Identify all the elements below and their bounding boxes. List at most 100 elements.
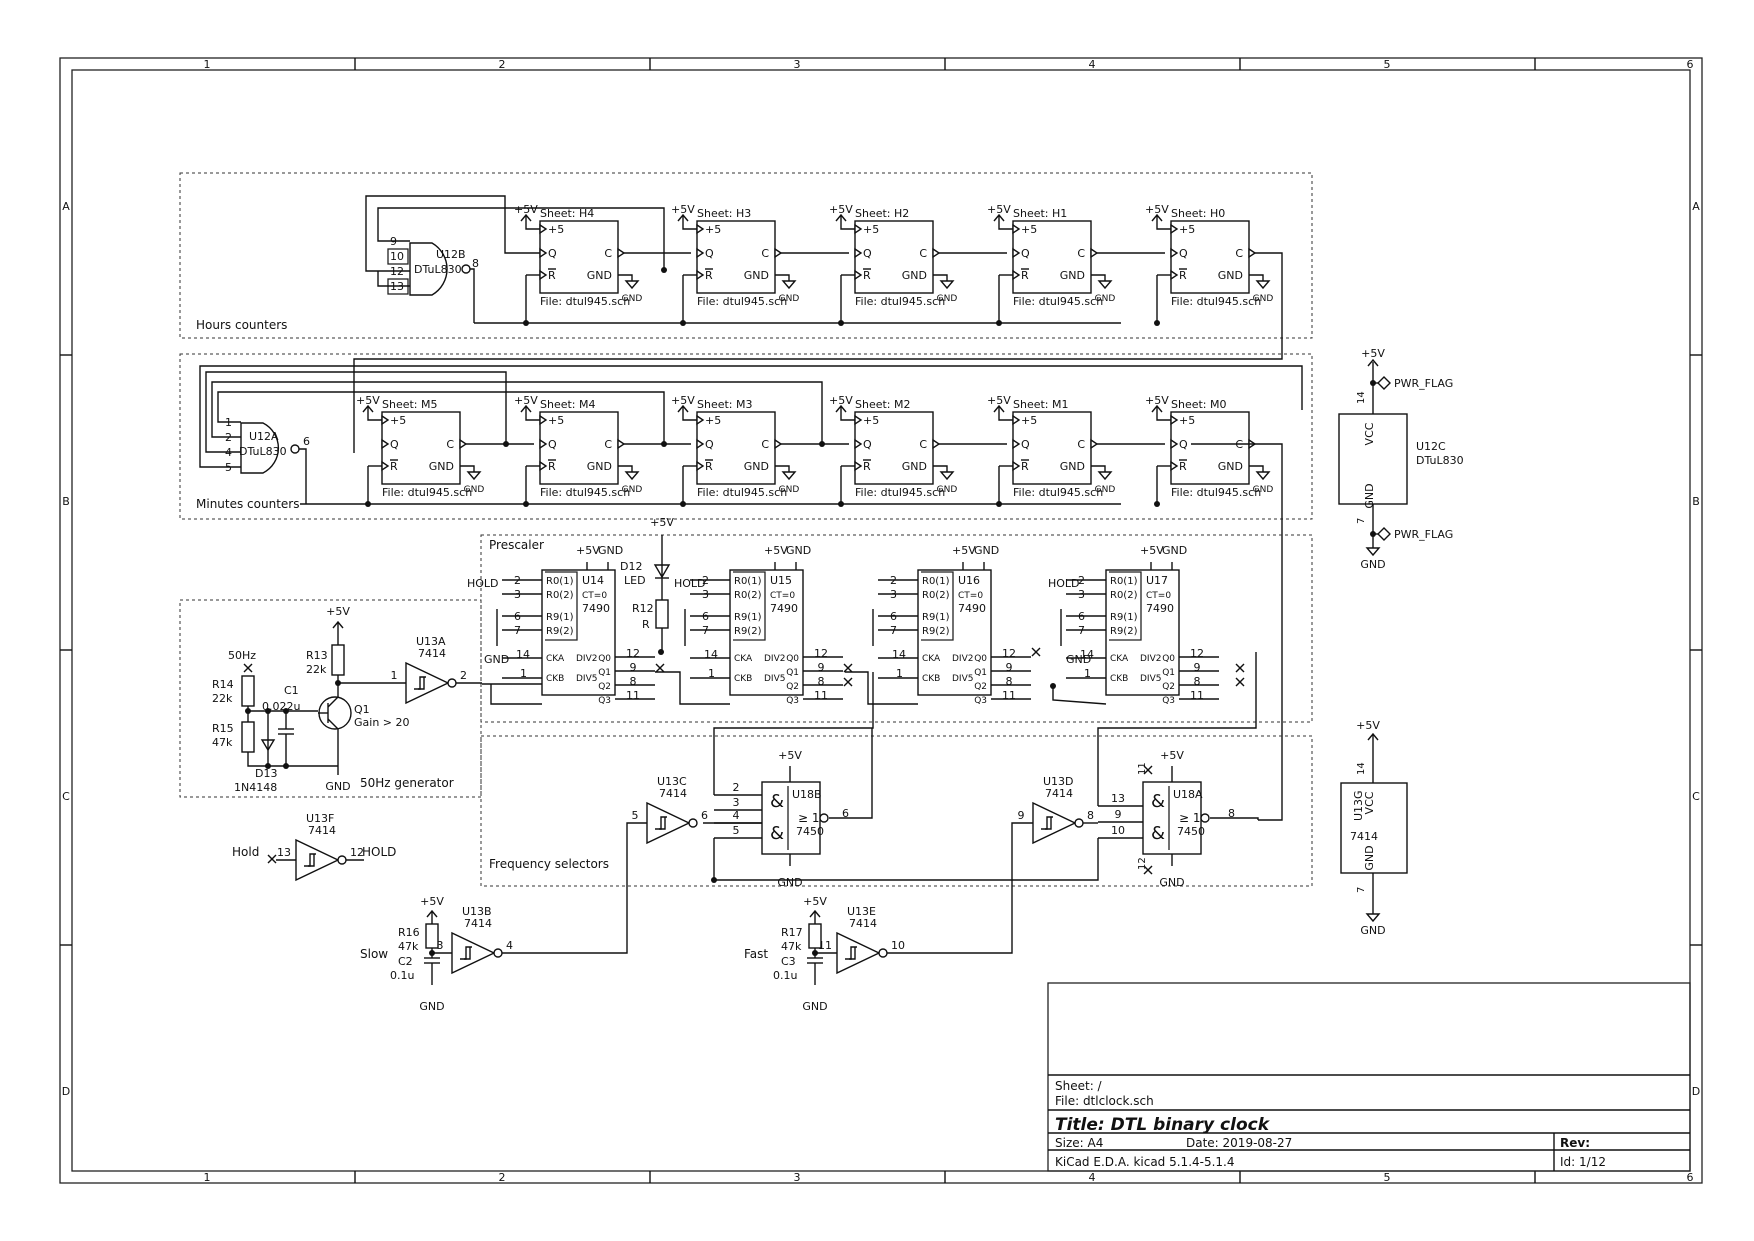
title-file: File: dtlclock.sch [1055,1094,1154,1108]
pin-label: R [548,460,556,473]
fast-out [887,822,1033,954]
pin-label: C [919,438,927,451]
vcc-label: +5V [356,394,380,407]
frame-col-label: 6 [1687,1171,1694,1184]
pin-number: 14 [516,648,530,661]
gate-out-pin: 8 [472,257,479,270]
pin-number: 11 [626,689,640,702]
pin-label: Q3 [1162,696,1175,706]
vcc-wire [1156,407,1171,421]
led-ref: D12 [620,560,642,573]
pin-label: Q1 [598,668,611,678]
vcc-arrow [520,404,532,413]
hold-left-label: Hold [232,845,259,859]
frequency-selectors-group: Frequency selectors&&≥ 1U18B745023456+5V… [480,652,1313,889]
vcc-label: +5V [514,203,538,216]
frame-col-label: 3 [794,1171,801,1184]
u13g-value: 7414 [1350,830,1378,843]
gate-in-pin: 13 [1111,792,1125,805]
counter-sheet-box [1170,220,1250,294]
input-arrow [1170,414,1179,426]
sheet-file: File: dtul945.sch [540,295,630,308]
gate-value: 7414 [464,917,492,930]
pin-label: DIV2 [1140,654,1161,664]
pin-label: Q1 [786,668,799,678]
junction [680,501,686,507]
gate-value: 7450 [1177,825,1205,838]
pin-label: CKB [546,674,564,684]
c1-value: 0.022u [262,700,300,713]
vcc-arrow [993,404,1005,413]
cascade-wire [1052,686,1107,705]
vcc-wire [998,216,1013,230]
gate-out-pin: 10 [891,939,905,952]
output-arrow [1248,247,1257,259]
sheet-file: File: dtul945.sch [540,486,630,499]
pin-label: GND [587,460,612,473]
pin-number: 14 [892,648,906,661]
chip-ref: U16 [958,574,980,587]
pin-label: Q2 [1162,682,1175,692]
hysteresis-glyph [849,947,856,960]
pin-number: 11 [814,689,828,702]
gate-ref: U13B [462,905,492,918]
gnd-wire [1249,274,1264,281]
gnd-wire [618,274,633,281]
pin-label: Q [705,247,714,260]
gate-out-wire [470,268,475,323]
r16-ref: R16 [398,926,420,939]
sheet-file: File: dtul945.sch [1171,486,1261,499]
generator-frame [179,599,482,798]
pin-label: Q3 [974,696,987,706]
feedback-wire [377,207,665,270]
gnd-label: GND [1159,876,1184,889]
feedback-wire [211,381,823,444]
reset-subbox [921,571,954,641]
7450-box [1142,781,1202,855]
gnd-label: GND [937,485,958,495]
gate-out-pin: 6 [701,809,708,822]
vcc-arrow [677,404,689,413]
pin-label: +5 [548,414,564,427]
minutes-frame [179,353,1313,520]
gnd-wire [618,465,633,472]
pin-label: Q [390,438,399,451]
gnd-wire [460,465,475,472]
junction [1154,501,1160,507]
prescaler-group: PrescalerU14CT=07490R0(1)2R0(2)3R9(1)6R9… [467,516,1313,723]
pin-label: Q2 [786,682,799,692]
r17-ref: R17 [781,926,803,939]
sheet-file: File: dtul945.sch [1013,295,1103,308]
input-arrow [854,247,863,259]
schmitt-trigger [405,661,450,705]
freq-frame [480,735,1313,887]
pin-label: Q [1179,438,1188,451]
vcc-label: +5V [420,895,444,908]
generator-group: 50Hz generator50HzR1422kR1547kD131N4148C… [179,599,482,798]
junction [265,763,271,769]
sheet-file: File: dtul945.sch [1013,486,1103,499]
pin-number: 8 [1006,675,1013,688]
gnd-label: GND [1095,485,1116,495]
c3-ref: C3 [781,955,796,968]
gnd-wire [1091,274,1106,281]
gnd-label: GND [937,294,958,304]
pin-label: CKB [1110,674,1128,684]
vcc-label: +5V [778,749,802,762]
pin-number: 8 [1194,675,1201,688]
vcc-wire [682,407,697,421]
slow-out [502,822,647,954]
pin-number: 7 [1356,518,1367,524]
reset-subbox [733,571,766,641]
pin-label: GND [902,269,927,282]
pin-label: DIV5 [952,674,973,684]
reset-subbox [545,571,578,641]
gate-out-pin: 8 [1087,809,1094,822]
no-connect-mark [1031,647,1041,657]
r15-value: 47k [212,736,233,749]
gnd-label: GND [622,294,643,304]
pin-number: 12 [814,647,828,660]
gnd-label: GND [779,485,800,495]
no-connect-mark [1143,865,1153,875]
chip-inner: R9(2) [1110,626,1138,637]
